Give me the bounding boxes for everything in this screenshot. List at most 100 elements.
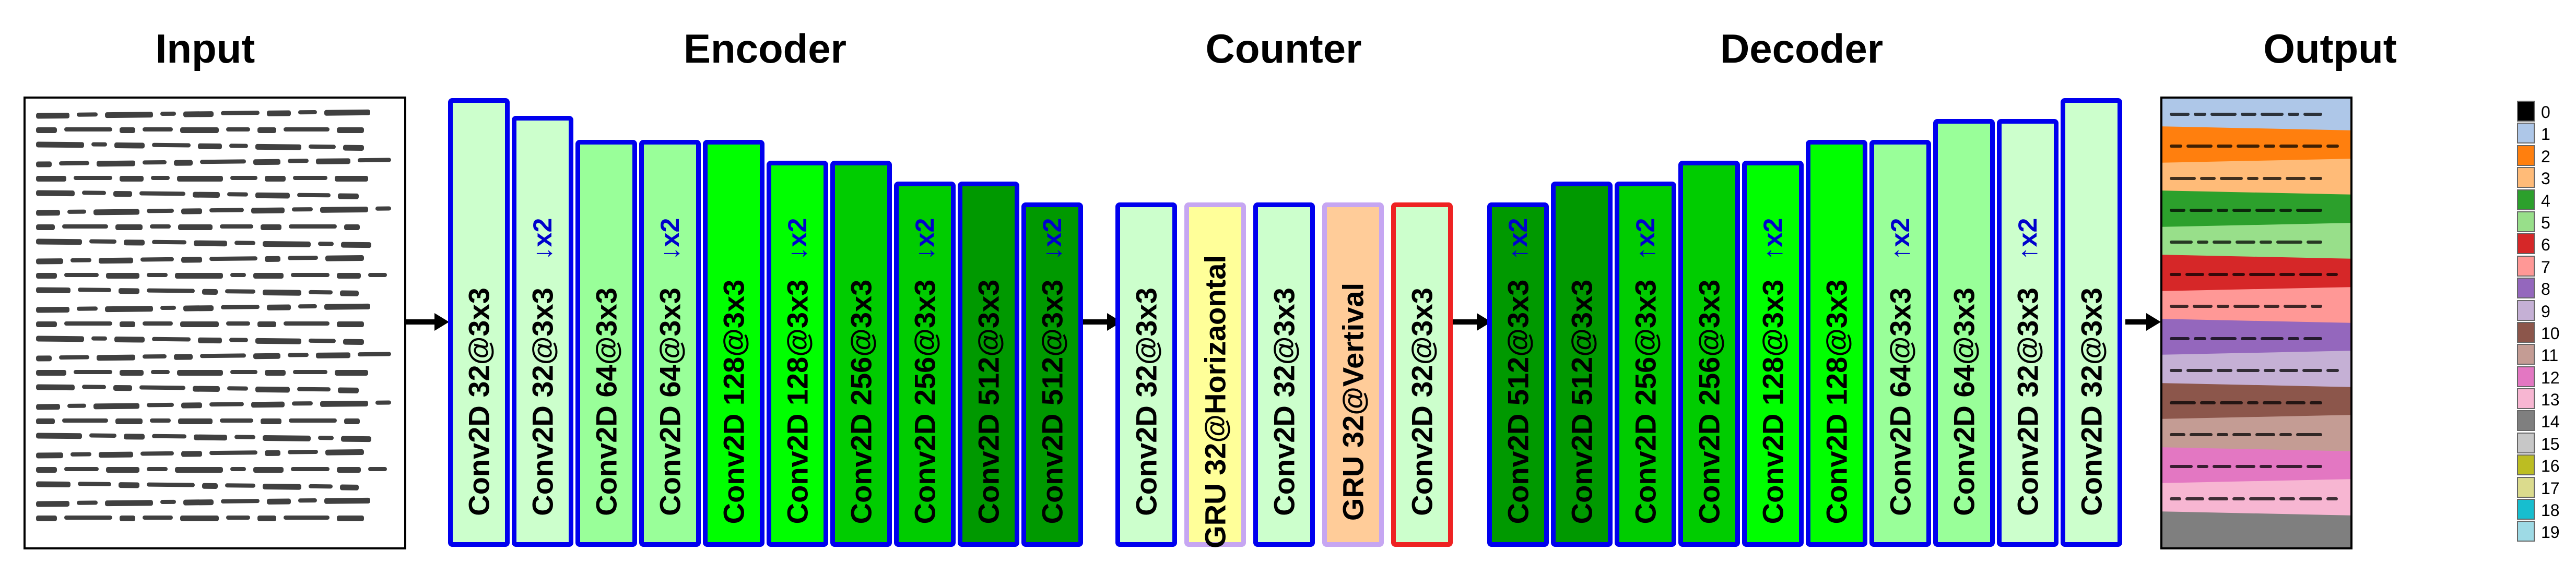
- handwriting-word: [230, 467, 246, 471]
- handwriting-word: [220, 418, 253, 423]
- handwriting-word: [257, 321, 276, 327]
- handwriting-word: [181, 257, 203, 263]
- handwriting-word: [36, 336, 85, 342]
- handwriting-word: [89, 433, 117, 438]
- handwriting-word: [337, 516, 364, 521]
- handwriting-word: [183, 499, 214, 506]
- encoder-scale-label: ↓x2: [1038, 218, 1067, 260]
- segmentation-text-stroke: [2213, 241, 2231, 244]
- handwriting-word: [120, 516, 135, 521]
- handwriting-word: [146, 402, 174, 408]
- handwriting-word: [36, 370, 66, 376]
- handwriting-word: [284, 127, 330, 131]
- section-title-output: Output: [2263, 26, 2397, 71]
- handwriting-line: [36, 384, 394, 393]
- handwriting-word: [143, 321, 173, 326]
- handwriting-word: [76, 500, 98, 505]
- handwriting-word: [255, 143, 302, 150]
- segmentation-text-stroke: [2170, 465, 2193, 469]
- handwriting-word: [180, 127, 219, 133]
- handwriting-word: [36, 321, 57, 327]
- handwriting-word: [104, 500, 154, 507]
- handwriting-word: [320, 206, 369, 213]
- handwriting-word: [229, 338, 249, 342]
- legend-label: 4: [2541, 191, 2550, 210]
- handwriting-word: [180, 516, 219, 521]
- legend-label: 8: [2541, 280, 2550, 299]
- handwriting-word: [147, 273, 168, 277]
- decoder-layer-10: [2061, 98, 2122, 547]
- handwriting-word: [297, 193, 331, 198]
- handwriting-word: [146, 288, 195, 293]
- handwriting-word: [178, 224, 213, 230]
- handwriting-word: [62, 224, 108, 229]
- segmentation-text-stroke: [2286, 176, 2306, 180]
- handwriting-word: [197, 143, 222, 150]
- handwriting-word: [199, 353, 246, 358]
- legend-swatch: [2517, 255, 2535, 277]
- segmentation-text-stroke: [2255, 209, 2275, 212]
- handwriting-word: [193, 240, 228, 247]
- handwriting-word: [160, 499, 177, 505]
- handwriting-word: [151, 176, 170, 180]
- segmentation-text-stroke: [2193, 305, 2213, 308]
- legend-label: 3: [2541, 169, 2550, 188]
- counter-layer-label: Conv2D 32@3x3: [1405, 288, 1439, 516]
- segmentation-text-stroke: [2210, 112, 2237, 116]
- handwriting-word: [193, 434, 228, 441]
- segmentation-text-stroke: [2279, 209, 2292, 212]
- handwriting-word: [339, 484, 359, 490]
- handwriting-word: [76, 112, 98, 117]
- handwriting-word: [261, 224, 281, 230]
- handwriting-word: [266, 304, 291, 310]
- segmentation-text-stroke: [2249, 497, 2275, 500]
- legend-label: 17: [2541, 478, 2560, 498]
- handwriting-word: [287, 449, 319, 454]
- handwriting-word: [344, 418, 360, 424]
- handwriting-word: [320, 400, 369, 407]
- handwriting-word: [253, 467, 284, 473]
- segmentation-text-stroke: [2194, 337, 2206, 340]
- handwriting-word: [106, 467, 139, 473]
- decoder-layer-8: [1933, 119, 1995, 547]
- segmentation-text-stroke: [2233, 305, 2260, 308]
- encoder-layer-label: Conv2D 64@3x3: [653, 288, 687, 516]
- handwriting-word: [114, 336, 145, 343]
- handwriting-word: [36, 418, 55, 424]
- segmentation-text-stroke: [2185, 272, 2204, 276]
- segmentation-text-stroke: [2232, 497, 2245, 500]
- handwriting-word: [325, 255, 364, 261]
- handwriting-word: [64, 467, 99, 471]
- handwriting-word: [58, 161, 90, 166]
- handwriting-word: [266, 498, 291, 505]
- segmentation-text-stroke: [2326, 145, 2339, 148]
- handwriting-word: [115, 224, 143, 230]
- segmentation-text-stroke: [2311, 305, 2322, 308]
- handwriting-word: [36, 384, 75, 391]
- segmentation-text-stroke: [2220, 401, 2243, 404]
- handwriting-line: [36, 336, 394, 345]
- handwriting-line: [36, 352, 394, 362]
- handwriting-word: [257, 516, 276, 521]
- handwriting-word: [98, 257, 134, 264]
- handwriting-word: [335, 176, 368, 182]
- segmentation-text-stroke: [2261, 112, 2284, 116]
- segmentation-band: [2162, 511, 2350, 547]
- handwriting-word: [220, 111, 260, 115]
- decoder-layer-6: [1806, 140, 1867, 547]
- segmentation-text-stroke: [2276, 241, 2302, 244]
- handwriting-word: [98, 451, 134, 458]
- segmentation-text-stroke: [2170, 112, 2190, 116]
- counter-layer-2: [1184, 202, 1246, 547]
- decoder-scale-label: ↑x2: [2013, 218, 2042, 260]
- decoder-scale-label: ↑x2: [1503, 218, 1533, 260]
- handwriting-word: [344, 224, 360, 230]
- segmentation-text-stroke: [2220, 176, 2243, 180]
- handwriting-word: [315, 158, 351, 164]
- encoder-layer-10: [1021, 202, 1083, 547]
- handwriting-word: [147, 467, 168, 471]
- handwriting-word: [151, 434, 187, 439]
- segmentation-text-stroke: [2276, 465, 2302, 469]
- handwriting-word: [183, 305, 214, 312]
- handwriting-word: [368, 273, 387, 277]
